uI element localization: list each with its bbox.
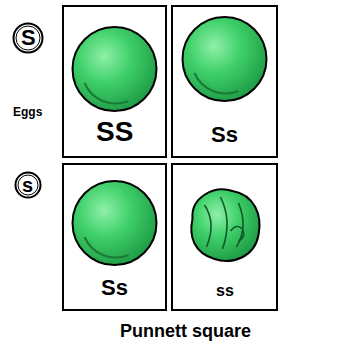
genotype-label: Ss [101, 277, 128, 299]
axis-label: Eggs [13, 105, 42, 119]
allele-circle: S [12, 22, 44, 54]
genotype-label: Ss [211, 124, 238, 146]
caption: Punnett square [120, 321, 251, 342]
genotype-label: SS [96, 118, 133, 146]
allele-letter: S [21, 27, 36, 49]
punnett-cell: Ss [171, 5, 278, 158]
punnett-cell: ss [171, 163, 278, 311]
punnett-cell: SS [62, 5, 167, 158]
allele-circle: s [14, 171, 42, 199]
allele-letter: s [22, 175, 33, 195]
punnett-cell: Ss [62, 163, 167, 311]
genotype-label: ss [216, 283, 234, 299]
